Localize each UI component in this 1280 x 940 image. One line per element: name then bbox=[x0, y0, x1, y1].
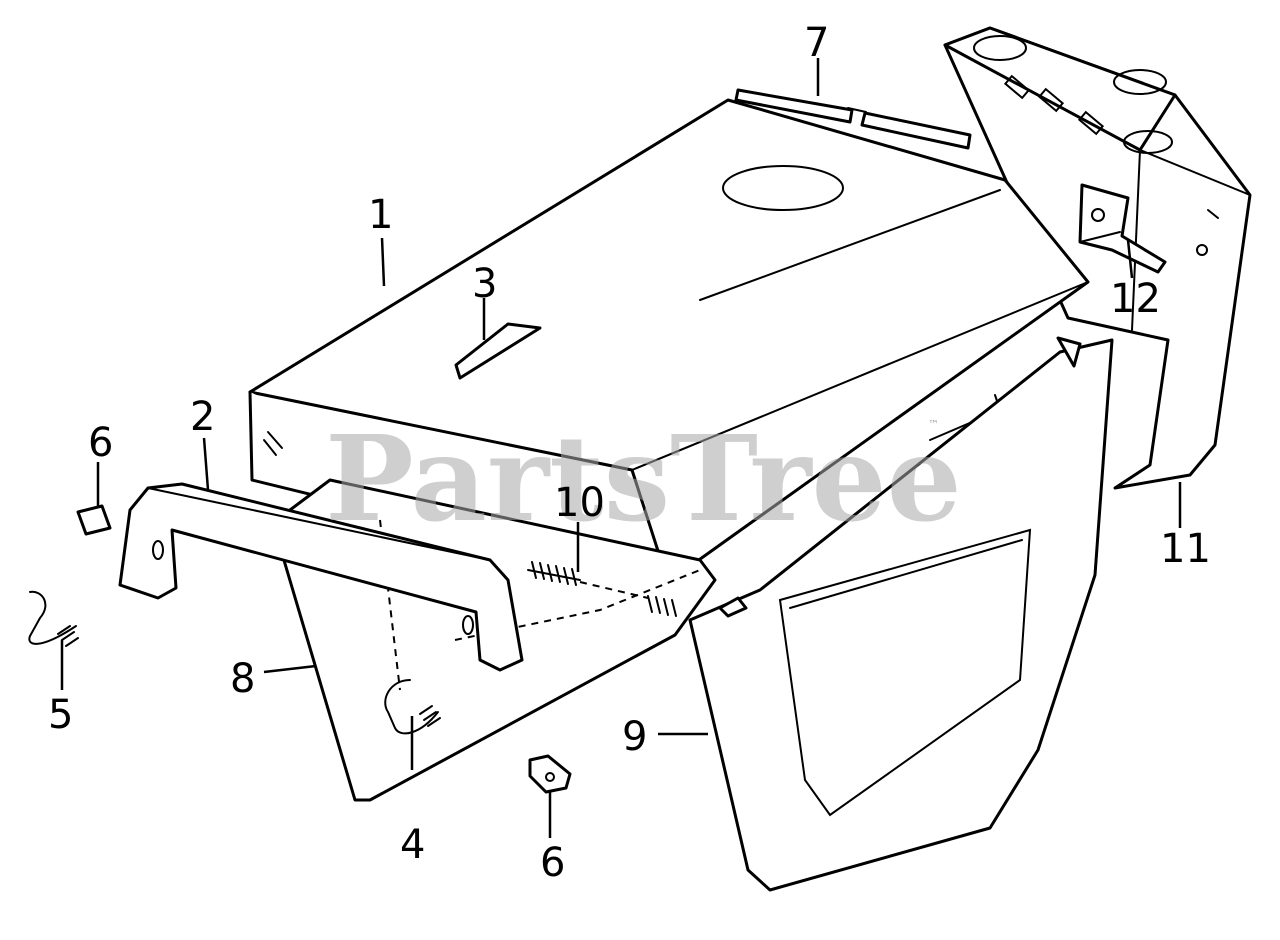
callout-10: 10 bbox=[554, 480, 605, 526]
leader-lines bbox=[60, 58, 1182, 838]
watermark-trademark: ™ bbox=[928, 418, 939, 431]
callout-4: 4 bbox=[400, 822, 425, 868]
callout-9: 9 bbox=[622, 714, 647, 760]
callout-3: 3 bbox=[472, 261, 497, 307]
watermark-text: PartsTree bbox=[325, 409, 962, 548]
part-3-emblem[interactable] bbox=[454, 322, 542, 380]
part-7-hinge-rod[interactable] bbox=[734, 88, 972, 150]
callout-11: 11 bbox=[1160, 526, 1211, 572]
part-9-side-panel-right[interactable] bbox=[688, 336, 1114, 892]
part-6-nut-left[interactable] bbox=[76, 504, 112, 536]
callout-6-right: 6 bbox=[540, 840, 565, 886]
callout-1: 1 bbox=[368, 192, 393, 238]
callout-2: 2 bbox=[190, 394, 215, 440]
callout-8: 8 bbox=[230, 656, 255, 702]
part-12-latch-bracket[interactable] bbox=[1078, 183, 1167, 274]
watermark: PartsTree ™ bbox=[325, 409, 962, 548]
part-4-j-bolt[interactable] bbox=[384, 679, 441, 735]
callout-labels: 1 2 3 4 5 6 6 7 8 9 10 11 12 bbox=[48, 20, 1211, 886]
part-10-springs[interactable] bbox=[527, 561, 677, 617]
part-2-front-bracket[interactable] bbox=[118, 482, 524, 672]
callout-7: 7 bbox=[804, 20, 829, 66]
callout-5: 5 bbox=[48, 692, 73, 738]
callout-12: 12 bbox=[1110, 276, 1161, 322]
part-5-j-bolt[interactable] bbox=[28, 590, 79, 647]
part-11-dash-panel[interactable] bbox=[943, 26, 1252, 490]
part-6-nut-right[interactable] bbox=[528, 754, 572, 794]
callout-6-left: 6 bbox=[88, 420, 113, 466]
